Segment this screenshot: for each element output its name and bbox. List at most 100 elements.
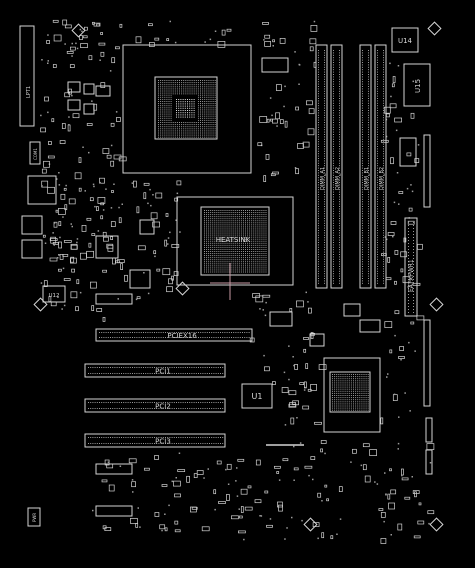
small-power-connector[interactable]: PWR (27, 507, 41, 527)
cpu-pin (191, 122, 193, 123)
heatsink-pin (208, 240, 210, 242)
southbridge-pin (344, 403, 346, 405)
smd-component (270, 173, 276, 177)
dimm-pin (318, 112, 319, 114)
dimm-pin (362, 95, 363, 97)
dimm-pin (383, 246, 384, 248)
heatsink-pin (259, 257, 261, 259)
dimm-pin (377, 136, 378, 138)
via (147, 292, 150, 295)
dimm-pin (333, 90, 334, 92)
dimm-pin (362, 78, 363, 80)
heatsink-pin (234, 246, 236, 248)
southbridge-pin (332, 380, 333, 382)
heatsink-pin (251, 228, 253, 230)
heatsink-pin (222, 251, 224, 252)
slot-pcie16[interactable]: PCIEX16 (95, 328, 253, 342)
cpu-pin (168, 82, 170, 84)
heatsink-pin (216, 220, 218, 222)
dimm-pin (339, 232, 340, 234)
southbridge-pin (357, 378, 359, 380)
com-connector[interactable]: COM1 (29, 141, 41, 165)
chip-u1[interactable]: U1 (241, 383, 273, 409)
heatsink-pin (222, 216, 224, 218)
dimm-pin (339, 184, 340, 186)
heatsink-pin (234, 242, 236, 244)
cpu-pin (208, 94, 210, 96)
cpu-pin (179, 124, 180, 126)
dimm-pin (324, 261, 325, 263)
slot-pci1[interactable]: PCI1 (84, 363, 226, 378)
dimm-slot-2[interactable]: DIMM_A2 (330, 44, 343, 289)
dimm-pin (383, 150, 384, 152)
heatsink-pin (222, 246, 224, 248)
slot-pci3[interactable]: PCI3 (84, 433, 226, 448)
heatsink-pin (216, 212, 218, 214)
cpu-pin (168, 88, 170, 90)
smd-component (159, 524, 166, 530)
smd-component (165, 213, 169, 217)
dimm-pin (333, 261, 334, 263)
heatsink-pin (226, 218, 228, 220)
heatsink-pin (222, 242, 224, 244)
heatsink-pin (255, 222, 257, 224)
southbridge-pin (338, 388, 340, 390)
slot-pin (132, 402, 133, 403)
dimm-pin (333, 59, 334, 61)
cpu-socket[interactable] (122, 44, 252, 174)
heatsink-pin (242, 222, 244, 224)
cpu-pin (191, 128, 193, 130)
southbridge-pin (367, 388, 369, 390)
dimm-pin (333, 186, 334, 188)
eatx-pin (408, 240, 409, 241)
heatsink-pin (261, 261, 263, 263)
chip-u15[interactable]: U15 (403, 63, 431, 107)
cpu-pin (158, 119, 159, 121)
dimm-slot-4[interactable]: DIMM_B2 (374, 44, 387, 289)
lpt-connector[interactable]: LPT1 (19, 25, 35, 127)
slot-pin (217, 367, 219, 368)
cpu-pin (204, 107, 206, 109)
southbridge-chip[interactable] (323, 357, 381, 433)
slot-pin (154, 332, 155, 333)
dimm-pin (383, 50, 384, 51)
slot-pin (88, 443, 89, 444)
heatsink-pin (257, 234, 259, 236)
smd-component (264, 41, 271, 47)
dimm-pin (368, 76, 369, 78)
smd-component (135, 36, 142, 44)
slot-pci2[interactable]: PCI2 (84, 398, 226, 413)
southbridge-pin (334, 384, 336, 386)
smd-component (168, 278, 173, 285)
heatsink-pin (204, 224, 205, 226)
chip-u12[interactable]: U12 (42, 285, 66, 303)
heatsink-pin (247, 255, 249, 257)
slot-pin (149, 437, 151, 438)
chip-u14[interactable]: U14 (391, 27, 419, 53)
slot-pin (165, 437, 166, 438)
dimm-slot-3[interactable]: DIMM_B1 (359, 44, 372, 289)
cpu-pin (164, 115, 166, 117)
dimm-pin (324, 278, 325, 279)
heatsink-pin (220, 216, 222, 218)
heatsink-pin (255, 238, 257, 240)
cpu-center-pin (178, 103, 180, 105)
heatsink-pin (206, 246, 208, 248)
via (109, 70, 112, 72)
eatx-power-connector[interactable]: EATXPWR1 (404, 217, 418, 317)
via (149, 188, 151, 191)
cpu-pin (202, 113, 204, 115)
dimm-pin (383, 244, 384, 246)
eatx-pin (408, 243, 409, 244)
cpu-center-pin (191, 110, 193, 111)
slot-pin (171, 402, 173, 403)
slot-pin (182, 443, 184, 444)
southbridge-pin (363, 401, 365, 403)
dimm-pin (333, 50, 334, 51)
dimm-pin (377, 119, 378, 121)
heatsink-chip[interactable]: HEATSINK (176, 196, 294, 286)
dimm-slot-1[interactable]: DIMM_A1 (315, 44, 328, 289)
cpu-pin (160, 80, 162, 81)
smd-component (190, 506, 197, 513)
